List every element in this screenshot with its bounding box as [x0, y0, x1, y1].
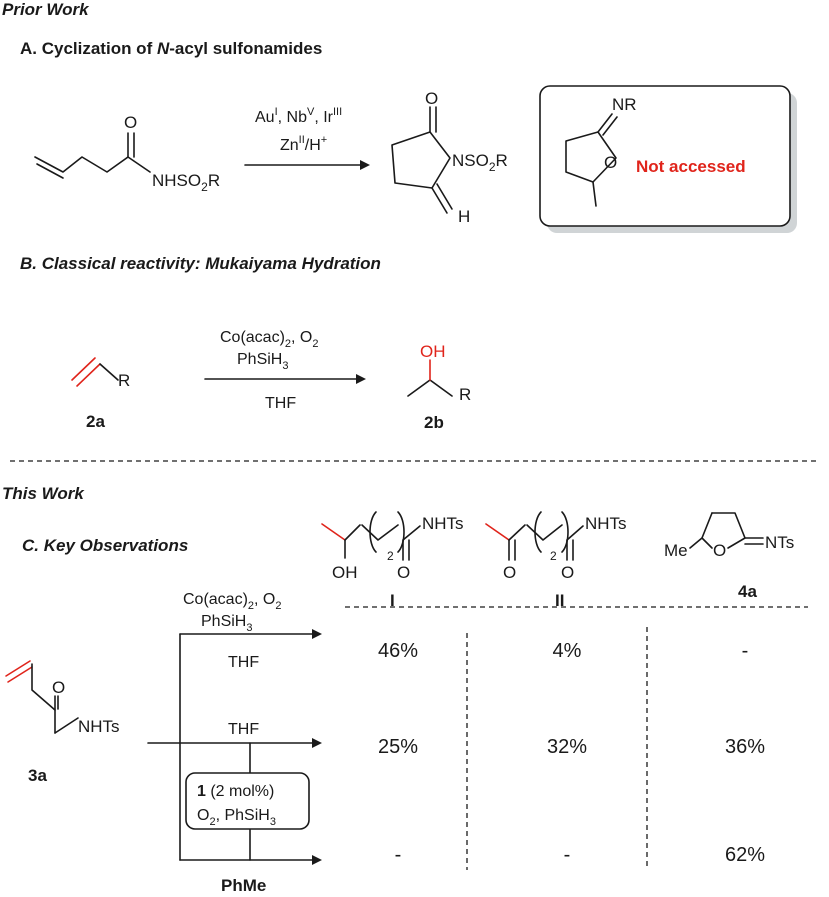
- svg-text:2: 2: [550, 549, 557, 563]
- svg-text:O: O: [52, 678, 65, 697]
- svg-text:O: O: [503, 563, 516, 582]
- column-label-I: I: [390, 591, 395, 610]
- column-label-II: II: [555, 591, 564, 610]
- result-cell: 25%: [378, 736, 418, 758]
- section-a-conditions-1: AuI, NbV, IrIII: [255, 106, 342, 126]
- result-cell: 32%: [547, 736, 587, 758]
- catalyst-box: 1 (2 mol%) O2, PhSiH3: [185, 772, 310, 830]
- svg-text:NHTs: NHTs: [585, 514, 627, 533]
- compound-label-2a: 2a: [86, 412, 105, 431]
- section-b-product: OH R 2b: [407, 342, 471, 432]
- section-b-conditions-1: Co(acac)2, O2: [220, 329, 319, 350]
- product-II-structure: O O 2 NHTs II: [485, 511, 627, 610]
- svg-text:O: O: [397, 563, 410, 582]
- branch2-conditions: THF: [228, 721, 259, 738]
- section-a-title: A. Cyclization of N-acyl sulfonamides: [20, 39, 322, 58]
- branch1-conditions-3: THF: [228, 654, 259, 671]
- branch1-conditions-1: Co(acac)2, O2: [183, 591, 282, 612]
- svg-text:OH: OH: [420, 342, 446, 361]
- column-label-4a: 4a: [738, 582, 757, 601]
- not-accessed-box: NR O Not accessed: [539, 85, 797, 233]
- substrate-3a: O NHTs 3a: [5, 660, 120, 785]
- svg-text:O: O: [561, 563, 574, 582]
- result-cell: 36%: [725, 736, 765, 758]
- section-b-conditions-3: THF: [265, 395, 296, 412]
- section-c-title: C. Key Observations: [22, 536, 188, 555]
- svg-text:1 (2 mol%): 1 (2 mol%): [197, 783, 274, 800]
- svg-text:R: R: [118, 371, 130, 390]
- result-cell: -: [564, 844, 571, 866]
- results-table: 46% 4% - 25% 32% 36% - - 62%: [378, 640, 765, 866]
- section-a-conditions-2: ZnII/H+: [280, 134, 327, 154]
- svg-text:NSO2R: NSO2R: [452, 151, 508, 174]
- compound-label-2b: 2b: [424, 413, 444, 432]
- svg-text:R: R: [459, 385, 471, 404]
- branch1-conditions-2: PhSiH3: [201, 613, 252, 634]
- svg-text:Me: Me: [664, 541, 688, 560]
- svg-text:O2, PhSiH3: O2, PhSiH3: [197, 807, 276, 828]
- section-a-arrow: [244, 160, 370, 170]
- product-4a-structure: Me O NTs 4a: [664, 512, 794, 601]
- compound-label-3a: 3a: [28, 766, 47, 785]
- carbonyl-o: O: [124, 113, 137, 132]
- result-cell: 4%: [553, 640, 582, 662]
- result-cell: 62%: [725, 844, 765, 866]
- svg-text:NHTs: NHTs: [78, 717, 120, 736]
- section-b-reactant: R 2a: [71, 357, 130, 431]
- result-cell: -: [742, 640, 749, 662]
- prior-work-header: Prior Work: [2, 0, 90, 19]
- svg-text:2: 2: [387, 549, 394, 563]
- branch3-solvent: PhMe: [221, 876, 266, 895]
- svg-text:NTs: NTs: [765, 533, 794, 552]
- svg-text:NHTs: NHTs: [422, 514, 464, 533]
- section-a-reactant: O NHSO2R: [34, 113, 220, 194]
- section-b-arrow: [204, 374, 366, 384]
- section-a-product: O NSO2R H: [391, 89, 508, 226]
- svg-text:O: O: [604, 153, 617, 172]
- this-work-header: This Work: [2, 484, 85, 503]
- branching-arrows: [147, 629, 322, 865]
- reactant-a-group: NHSO2R: [152, 171, 220, 194]
- result-cell: 46%: [378, 640, 418, 662]
- not-accessed-note: Not accessed: [636, 157, 746, 176]
- product-I-structure: OH O 2 NHTs I: [321, 511, 464, 610]
- section-b-title: B. Classical reactivity: Mukaiyama Hydra…: [20, 254, 381, 273]
- svg-text:O: O: [425, 89, 438, 108]
- section-b-conditions-2: PhSiH3: [237, 351, 288, 372]
- svg-text:NR: NR: [612, 95, 637, 114]
- svg-text:O: O: [713, 541, 726, 560]
- svg-text:OH: OH: [332, 563, 358, 582]
- result-cell: -: [395, 844, 402, 866]
- svg-text:H: H: [458, 207, 470, 226]
